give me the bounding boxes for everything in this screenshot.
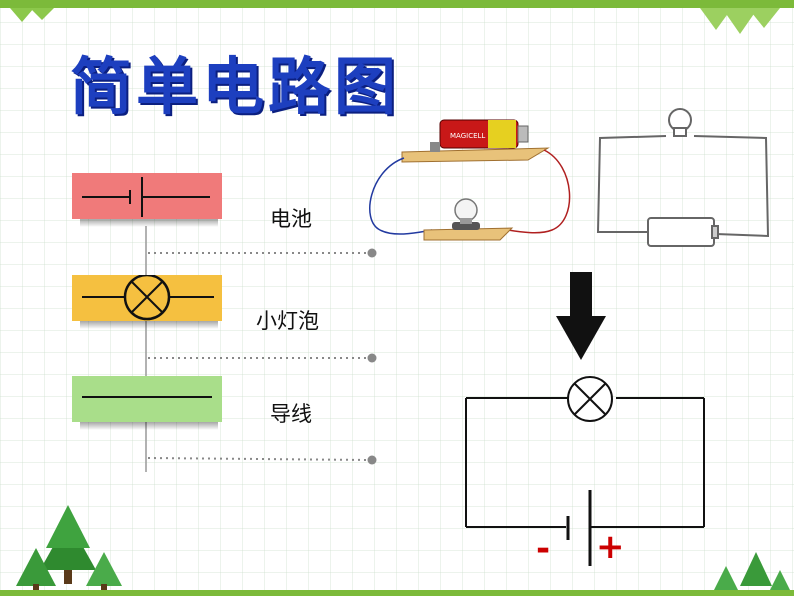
top-right-trees	[700, 8, 780, 34]
battery-symbol	[82, 177, 210, 217]
wire-card-bg	[72, 376, 222, 422]
bulb-symbol	[82, 275, 214, 321]
legend-label-bulb: 小灯泡	[256, 309, 319, 333]
down-arrow	[556, 272, 606, 360]
real-circuit-illustration: MAGICELL	[369, 119, 571, 241]
bottom-left-trees	[16, 505, 122, 592]
page-title: 简单电路图	[70, 50, 401, 123]
legend-card-battery	[72, 173, 222, 227]
bottom-accent-bar	[0, 590, 794, 596]
leader-dot-bulb	[367, 353, 377, 363]
top-accent-bar	[0, 0, 794, 8]
leader-dot-wire	[367, 455, 377, 465]
legend-card-wire	[72, 376, 222, 430]
battery-print: MAGICELL	[450, 132, 485, 140]
bottom-right-trees	[714, 552, 790, 590]
legend-label-battery: 电池	[270, 207, 312, 231]
leader-dot-battery	[367, 248, 377, 258]
minus-sign: -	[536, 529, 551, 569]
top-left-trees	[10, 8, 54, 22]
schematic-circuit	[465, 376, 705, 566]
legend-card-bulb	[72, 275, 222, 329]
sketch-circuit	[596, 108, 770, 247]
plus-sign: +	[596, 527, 625, 567]
leader-line-wire	[147, 457, 371, 461]
wire-symbol	[82, 396, 212, 398]
legend-label-wire: 导线	[270, 402, 312, 426]
